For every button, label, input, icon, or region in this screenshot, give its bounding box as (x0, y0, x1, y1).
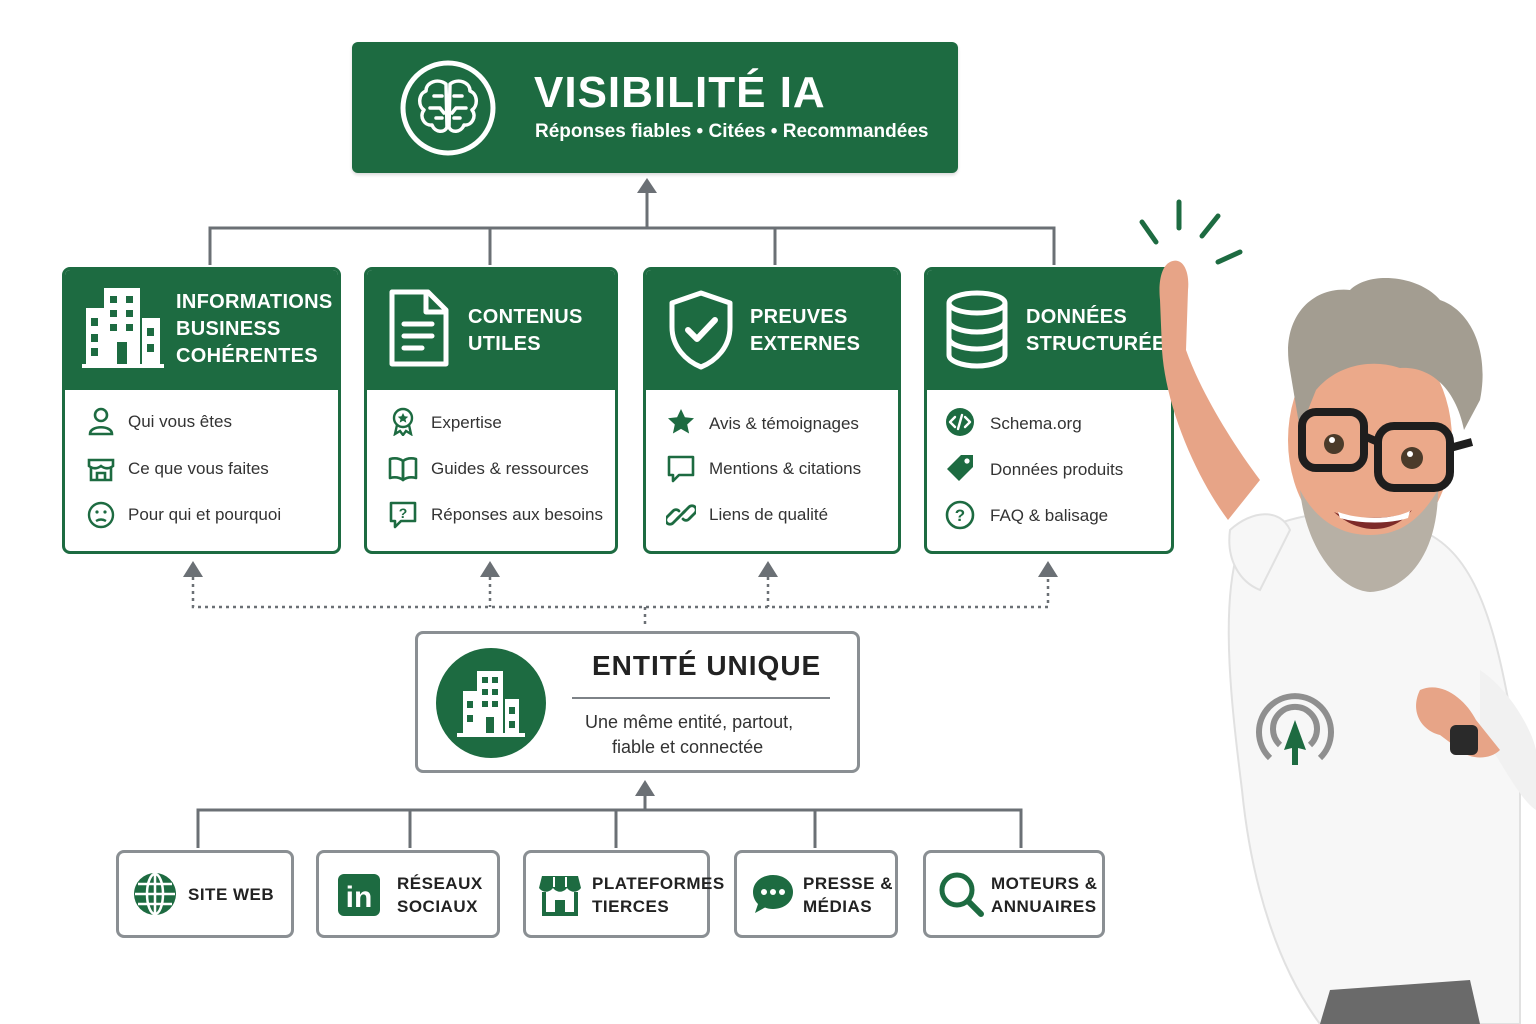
building-icon (436, 648, 546, 758)
mascot-illustration (1139, 199, 1536, 1024)
globe-icon (134, 872, 176, 916)
list-item: Réponses aux besoins (431, 505, 604, 524)
database-icon (946, 290, 1008, 369)
svg-text:?: ? (399, 505, 408, 521)
building-icon (82, 288, 164, 368)
list-item: Mentions & citations (709, 459, 862, 478)
star-icon (668, 409, 694, 434)
speech-bubble-icon (753, 875, 793, 913)
shop-icon (539, 876, 581, 916)
list-item: Expertise (431, 413, 502, 432)
linkedin-icon: in (338, 874, 380, 916)
arrow-up-pillar-4 (1038, 561, 1058, 577)
page-title: VISIBILITÉ IA (534, 68, 826, 117)
document-icon (389, 289, 449, 367)
arrow-up-entity (635, 780, 655, 796)
list-item: FAQ & balisage (990, 506, 1109, 525)
arrow-up-pillar-2 (480, 561, 500, 577)
arrow-up-pillar-1 (183, 561, 203, 577)
link-icon (666, 504, 696, 526)
list-item: Pour qui et pourquoi (128, 505, 282, 524)
sparkle-lines (1139, 199, 1243, 265)
person-icon (88, 407, 114, 436)
list-item: Données produits (990, 460, 1124, 479)
arrow-up-pillar-3 (758, 561, 778, 577)
book-icon (388, 457, 418, 482)
list-item: Liens de qualité (709, 505, 829, 524)
tag-icon (947, 455, 973, 481)
source-press-media (734, 850, 898, 938)
magnifier-icon (939, 872, 984, 917)
list-item: Avis & témoignages (709, 414, 859, 433)
question-bubble-icon: ? (389, 501, 417, 529)
chat-icon (667, 455, 695, 483)
divider (572, 697, 830, 699)
list-item: Schema.org (990, 414, 1082, 433)
source-label: MOTEURS &ANNUAIRES (991, 874, 1098, 916)
page-subtitle: Réponses fiables • Citées • Recommandées (535, 121, 929, 142)
list-item: Guides & ressources (431, 459, 589, 478)
list-item: Qui vous êtes (128, 412, 232, 431)
entity-description: fiable et connectée (612, 737, 764, 757)
brain-icon (400, 60, 496, 156)
arrow-up-top (637, 178, 657, 193)
source-label: PRESSE &MÉDIAS (803, 874, 893, 916)
storefront-icon (87, 458, 115, 482)
source-label: SITE WEB (188, 885, 275, 904)
entity-description: Une même entité, partout, (585, 712, 794, 732)
face-icon (87, 501, 115, 529)
code-icon (946, 408, 974, 436)
help-circle-icon: ? (945, 500, 975, 530)
entity-title: ENTITÉ UNIQUE (592, 650, 822, 681)
source-search-engines-directories (923, 850, 1105, 938)
shield-check-icon (669, 290, 733, 370)
source-third-party-platforms (523, 850, 710, 938)
pillar-card-external-proof (643, 267, 901, 554)
target-logo-icon (1256, 693, 1334, 761)
svg-text:?: ? (955, 506, 965, 525)
svg-text:in: in (346, 881, 373, 914)
list-item: Ce que vous faites (128, 459, 269, 478)
award-icon (392, 407, 414, 436)
